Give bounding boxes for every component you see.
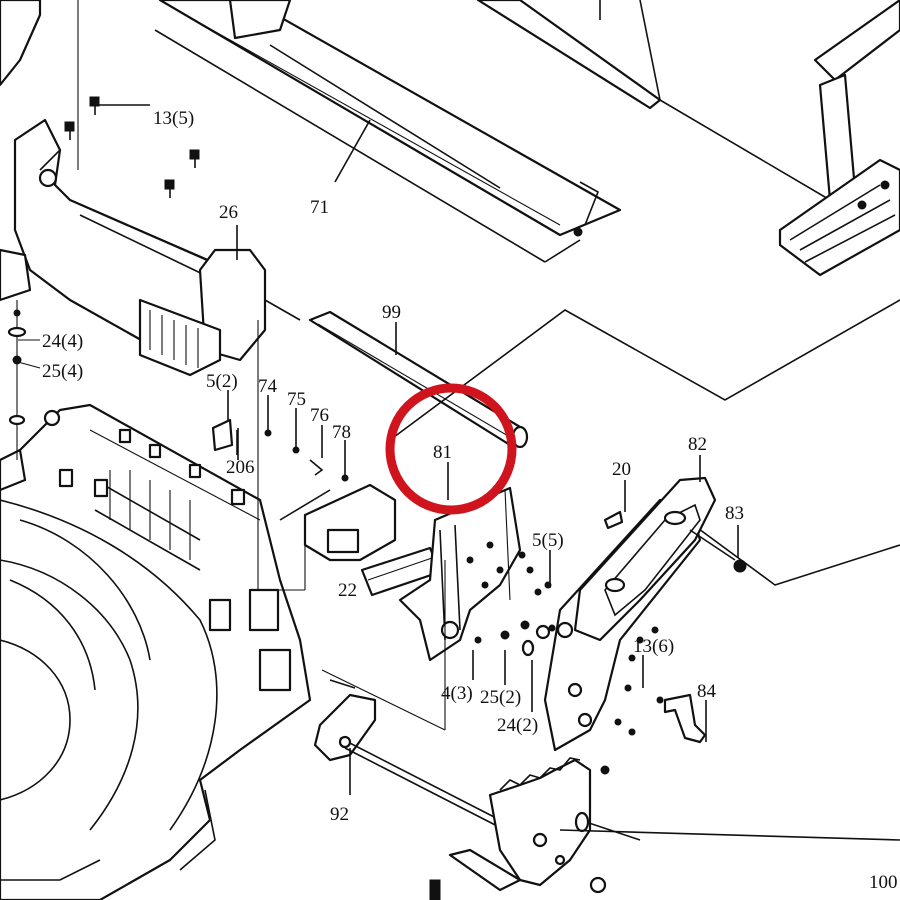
highlight-circle bbox=[385, 383, 517, 515]
left-handle-frame bbox=[0, 0, 301, 377]
bracket-84 bbox=[663, 693, 707, 744]
callout-20: 20 bbox=[612, 459, 631, 480]
small-parts-74-78 bbox=[211, 320, 349, 591]
screws-13-6 bbox=[600, 626, 664, 775]
callout-100: 100 bbox=[869, 872, 898, 893]
callout-74: 74 bbox=[258, 376, 278, 397]
callout-24-2: 24(2) bbox=[497, 715, 538, 736]
callout-92: 92 bbox=[330, 804, 349, 825]
callout-24-4: 24(4) bbox=[42, 331, 83, 352]
callout-78: 78 bbox=[332, 422, 351, 443]
axle-92 bbox=[313, 679, 506, 831]
callout-4-3: 4(3) bbox=[441, 683, 473, 704]
callout-25-4: 25(4) bbox=[42, 361, 83, 382]
callout-22: 22 bbox=[338, 580, 357, 601]
callout-71: 71 bbox=[310, 197, 329, 218]
callout-13-5: 13(5) bbox=[153, 108, 194, 129]
callout-206: 206 bbox=[226, 457, 255, 478]
bolts-13 bbox=[64, 96, 200, 198]
leader-lines bbox=[97, 104, 739, 795]
leader-frame-lines bbox=[279, 299, 900, 586]
callout-labels: 13(5) 71 26 99 24(4) 25(4) 5(2) 74 75 76… bbox=[42, 108, 898, 893]
top-right-bracket bbox=[778, 0, 900, 277]
callout-99: 99 bbox=[382, 302, 401, 323]
callout-76: 76 bbox=[310, 405, 329, 426]
callout-83: 83 bbox=[725, 503, 744, 524]
screws-5 bbox=[474, 551, 556, 657]
callout-84: 84 bbox=[697, 681, 717, 702]
left-washers bbox=[7, 300, 41, 460]
mower-deck bbox=[0, 403, 312, 900]
rod-99 bbox=[308, 310, 529, 449]
lever-assembly-81 bbox=[321, 486, 522, 731]
callout-81: 81 bbox=[433, 442, 452, 463]
bracket-82 bbox=[573, 476, 747, 642]
callout-82: 82 bbox=[688, 434, 707, 455]
bracket-22 bbox=[303, 483, 442, 597]
callout-75: 75 bbox=[287, 389, 306, 410]
callout-5-2: 5(2) bbox=[206, 371, 238, 392]
top-frame-rods bbox=[154, 0, 831, 263]
callout-25-2: 25(2) bbox=[480, 687, 521, 708]
callout-13-6: 13(6) bbox=[633, 636, 674, 657]
callout-26: 26 bbox=[219, 202, 238, 223]
sector-gear bbox=[429, 757, 900, 900]
callout-5-5: 5(5) bbox=[532, 530, 564, 551]
